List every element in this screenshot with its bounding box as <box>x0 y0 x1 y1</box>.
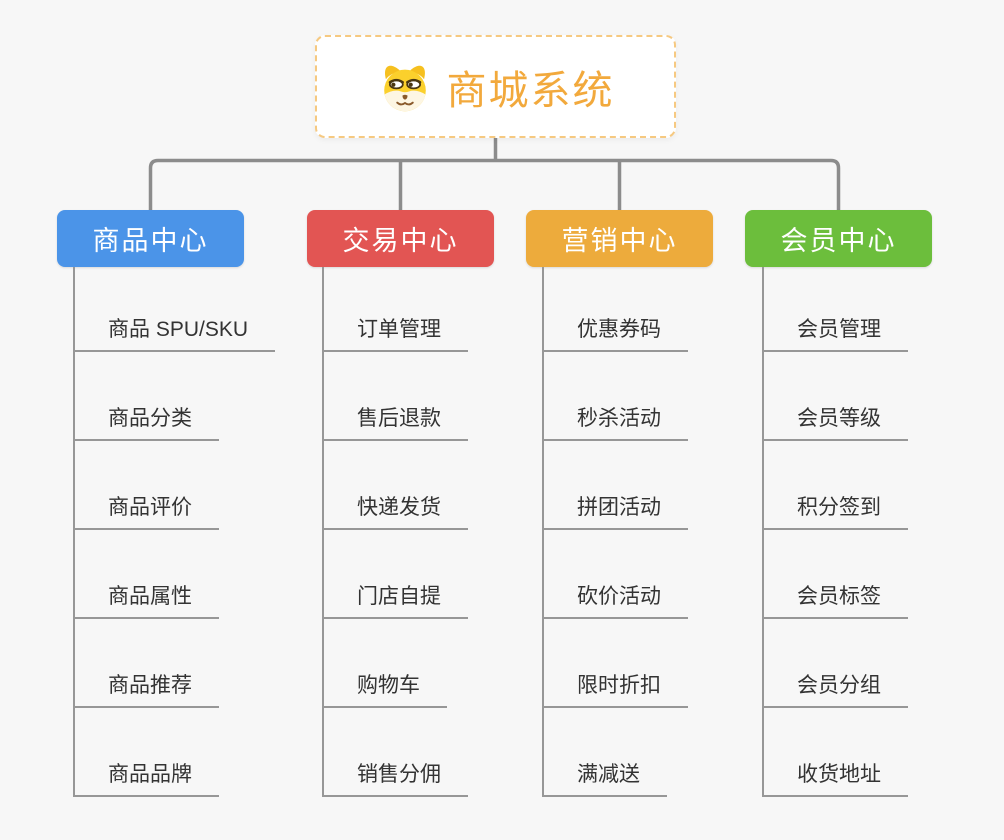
branch-node-member-center[interactable]: 会员中心 <box>745 210 932 267</box>
leaf-node-group-buy[interactable]: 拼团活动 <box>544 441 688 530</box>
branch-bus-line <box>148 158 841 210</box>
leaf-node-member-level[interactable]: 会员等级 <box>764 352 908 441</box>
leaf-node-member-management[interactable]: 会员管理 <box>764 267 908 352</box>
leaf-node-coupon-code[interactable]: 优惠券码 <box>544 267 688 352</box>
root-title: 商城系统 <box>446 68 615 113</box>
branch-node-marketing-center[interactable]: 营销中心 <box>526 210 713 267</box>
leaf-node-sales-commission[interactable]: 销售分佣 <box>324 708 468 797</box>
leaf-node-goods-recommend[interactable]: 商品推荐 <box>75 619 219 708</box>
leaf-node-bargain-activity[interactable]: 砍价活动 <box>544 530 688 619</box>
leaf-node-points-checkin[interactable]: 积分签到 <box>764 441 908 530</box>
leaf-node-flash-sale[interactable]: 秒杀活动 <box>544 352 688 441</box>
leaf-node-express-delivery[interactable]: 快递发货 <box>324 441 468 530</box>
leaf-node-shopping-cart[interactable]: 购物车 <box>324 619 447 708</box>
branch-children-member: 会员管理 会员等级 积分签到 会员标签 会员分组 收货地址 <box>762 267 908 797</box>
branch-children-marketing: 优惠券码 秒杀活动 拼团活动 砍价活动 限时折扣 满减送 <box>542 267 688 797</box>
leaf-node-member-tags[interactable]: 会员标签 <box>764 530 908 619</box>
branch-node-goods-center[interactable]: 商品中心 <box>57 210 244 267</box>
leaf-node-order-management[interactable]: 订单管理 <box>324 267 468 352</box>
leaf-node-goods-attribute[interactable]: 商品属性 <box>75 530 219 619</box>
leaf-node-store-pickup[interactable]: 门店自提 <box>324 530 468 619</box>
root-node[interactable]: 商城系统 <box>315 35 676 138</box>
leaf-node-shipping-address[interactable]: 收货地址 <box>764 708 908 797</box>
branch-children-goods: 商品 SPU/SKU 商品分类 商品评价 商品属性 商品推荐 商品品牌 <box>73 267 276 797</box>
leaf-node-goods-spu-sku[interactable]: 商品 SPU/SKU <box>75 267 276 352</box>
leaf-node-full-reduction[interactable]: 满减送 <box>544 708 667 797</box>
leaf-node-goods-brand[interactable]: 商品品牌 <box>75 708 219 797</box>
leaf-node-limited-time-discount[interactable]: 限时折扣 <box>544 619 688 708</box>
dog-face-icon <box>383 65 426 111</box>
leaf-node-goods-category[interactable]: 商品分类 <box>75 352 219 441</box>
leaf-node-member-groups[interactable]: 会员分组 <box>764 619 908 708</box>
branch-node-trade-center[interactable]: 交易中心 <box>307 210 494 267</box>
leaf-node-after-sale-refund[interactable]: 售后退款 <box>324 352 468 441</box>
leaf-node-goods-review[interactable]: 商品评价 <box>75 441 219 530</box>
branch-children-trade: 订单管理 售后退款 快递发货 门店自提 购物车 销售分佣 <box>322 267 468 797</box>
